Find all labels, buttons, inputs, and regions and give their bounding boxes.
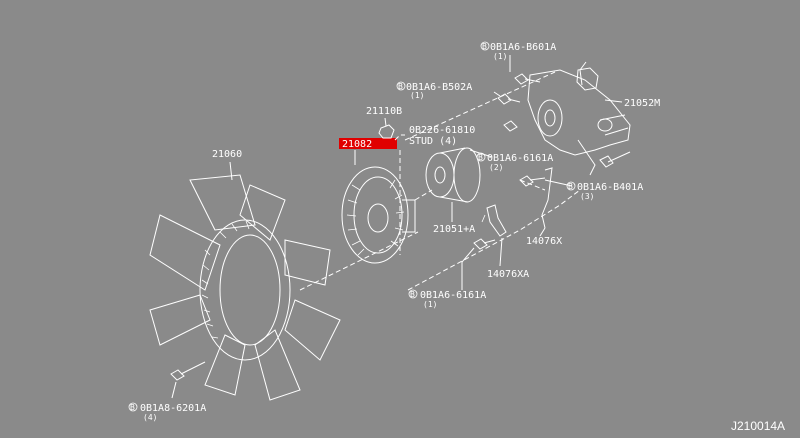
callout-bolt-top: B 0B1A6-B601A (1) [480, 41, 556, 61]
svg-text:0B1A6-6161A: 0B1A6-6161A [420, 290, 486, 301]
callout-bolt-lower: B 0B1A6-6161A (1) [408, 289, 486, 309]
svg-text:(3): (3) [580, 192, 594, 201]
tube-drawing [481, 167, 553, 237]
svg-text:0B1A6-6161A: 0B1A6-6161A [487, 153, 553, 164]
callout-nut: 21110B [366, 106, 402, 117]
svg-text:0B1A8-6201A: 0B1A8-6201A [140, 403, 206, 414]
callout-tube: 14076X [526, 236, 562, 247]
svg-text:B: B [130, 403, 135, 412]
callout-fan-clutch: 21082 [342, 139, 372, 150]
svg-text:0B1A6-B502A: 0B1A6-B502A [406, 82, 472, 93]
callout-fan-blade: 21060 [212, 149, 242, 160]
svg-text:B: B [398, 82, 403, 91]
callout-stud-note: STUD (4) [409, 136, 457, 147]
svg-text:(1): (1) [410, 91, 424, 100]
diagram-id: J210014A [731, 419, 785, 433]
leader-lines [171, 55, 573, 399]
highlight-box [339, 138, 397, 149]
svg-text:(4): (4) [143, 413, 157, 422]
svg-text:0B1A6-B601A: 0B1A6-B601A [490, 42, 556, 53]
fan-blade-drawing [149, 174, 341, 401]
callout-pulley: 21051+A [433, 224, 475, 235]
svg-text:0B1A6-B401A: 0B1A6-B401A [577, 182, 643, 193]
bracket-drawing [527, 61, 631, 176]
callout-stud-part: 0B226-61810 [409, 125, 475, 136]
callout-tube-clip: 14076XA [487, 269, 529, 280]
assembly-lines [299, 71, 581, 291]
callout-bolt-upper: B 0B1A6-B502A (1) [396, 81, 472, 100]
svg-text:B: B [568, 182, 573, 191]
callout-bolt-fan: B 0B1A8-6201A (4) [128, 402, 206, 422]
svg-text:(1): (1) [423, 300, 437, 309]
svg-text:(1): (1) [493, 52, 507, 61]
fan-clutch-drawing [341, 166, 416, 264]
pulley-drawing [425, 147, 481, 203]
svg-text:B: B [410, 290, 415, 299]
nut-drawing [378, 124, 395, 139]
svg-text:B: B [478, 153, 483, 162]
svg-text:B: B [482, 42, 487, 51]
callout-bolt-right: B 0B1A6-B401A (3) [566, 181, 643, 201]
callout-bracket: 21052M [624, 98, 660, 109]
svg-text:(2): (2) [489, 163, 503, 172]
callout-bolt-mid: B 0B1A6-6161A (2) [476, 152, 553, 172]
